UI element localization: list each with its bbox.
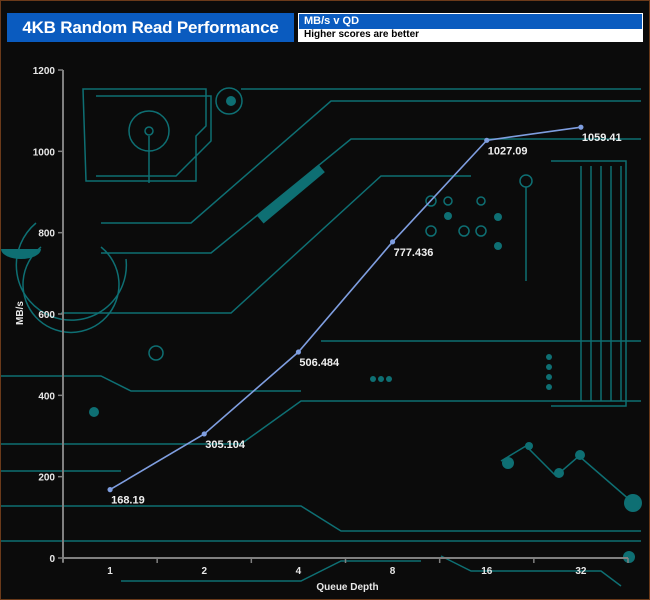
circuit-pad bbox=[494, 242, 502, 250]
data-point bbox=[389, 239, 396, 245]
data-label: 168.19 bbox=[111, 495, 145, 507]
y-tick-label: 200 bbox=[38, 473, 55, 484]
circuit-trace bbox=[1, 505, 641, 532]
x-tick-label: 8 bbox=[390, 566, 396, 577]
circuit-trace bbox=[82, 88, 207, 182]
circuit-pad bbox=[370, 376, 376, 382]
circuit-trace bbox=[551, 160, 627, 407]
data-point bbox=[107, 487, 113, 493]
chart-subtitle-box: MB/s v QD Higher scores are better bbox=[298, 13, 643, 42]
circuit-pad bbox=[554, 468, 564, 478]
y-ticks: 0 200 400 600 800 1000 1200 bbox=[33, 66, 63, 565]
circuit-ring bbox=[144, 126, 154, 136]
x-tick-label: 32 bbox=[575, 566, 587, 577]
circuit-bus bbox=[580, 166, 622, 401]
y-tick-label: 0 bbox=[49, 554, 55, 565]
circuit-pad bbox=[623, 551, 635, 563]
data-point bbox=[201, 431, 207, 437]
circuit-pad bbox=[546, 374, 552, 380]
circuit-trace bbox=[440, 555, 622, 587]
circuit-trace bbox=[121, 560, 421, 582]
circuit-pad bbox=[494, 213, 502, 221]
y-tick-label: 400 bbox=[38, 391, 55, 402]
data-label: 506.484 bbox=[299, 357, 340, 369]
x-axis-title: Queue Depth bbox=[316, 582, 378, 593]
series: 168.19 305.104 506.484 777.436 1027.09 1059.4… bbox=[107, 124, 622, 507]
y-tick-label: 600 bbox=[38, 310, 55, 321]
y-tick-label: 800 bbox=[38, 229, 55, 240]
circuit-pad bbox=[546, 384, 552, 390]
data-label: 1059.41 bbox=[582, 132, 622, 144]
circuit-pad bbox=[378, 376, 384, 382]
circuit-pad bbox=[89, 407, 99, 417]
circuit-pad bbox=[502, 457, 514, 469]
y-tick-label: 1000 bbox=[33, 147, 56, 158]
circuit-ring bbox=[215, 87, 243, 115]
circuit-trace bbox=[1, 375, 301, 392]
data-point bbox=[484, 137, 490, 143]
x-tick-label: 4 bbox=[296, 566, 302, 577]
x-tick-label: 1 bbox=[107, 566, 113, 577]
circuit-pad bbox=[525, 442, 533, 450]
circuit-pad bbox=[444, 212, 452, 220]
y-axis-title: MB/s bbox=[15, 301, 26, 325]
circuit-trace bbox=[1, 400, 641, 445]
data-label: 777.436 bbox=[394, 247, 434, 259]
circuit-pad bbox=[386, 376, 392, 382]
data-point bbox=[578, 124, 584, 130]
circuit-pad bbox=[546, 354, 552, 360]
data-label: 305.104 bbox=[205, 439, 246, 451]
circuit-pad bbox=[257, 164, 325, 224]
circuit-dots bbox=[425, 225, 487, 237]
circuit-pad bbox=[575, 450, 585, 460]
data-point bbox=[295, 349, 302, 355]
x-tick-label: 2 bbox=[201, 566, 207, 577]
series-line bbox=[109, 126, 582, 491]
circuit-trace bbox=[61, 175, 471, 314]
circuit-ring bbox=[148, 345, 164, 361]
note-label: Higher scores are better bbox=[299, 29, 642, 41]
circuit-arc bbox=[22, 246, 120, 334]
circuit-trace bbox=[101, 100, 641, 224]
metric-label: MB/s v QD bbox=[299, 14, 642, 29]
x-tick-label: 16 bbox=[481, 566, 493, 577]
axes bbox=[62, 70, 628, 562]
circuit-pad bbox=[1, 249, 41, 259]
circuit-pad bbox=[546, 364, 552, 370]
x-ticks: 1 2 4 8 16 32 bbox=[62, 558, 629, 577]
circuit-pad bbox=[226, 96, 236, 106]
circuit-pad bbox=[624, 494, 642, 512]
circuit-dots bbox=[425, 195, 486, 207]
y-tick-label: 1200 bbox=[33, 66, 56, 77]
data-label: 1027.09 bbox=[488, 145, 528, 157]
chart-title: 4KB Random Read Performance bbox=[7, 13, 294, 42]
